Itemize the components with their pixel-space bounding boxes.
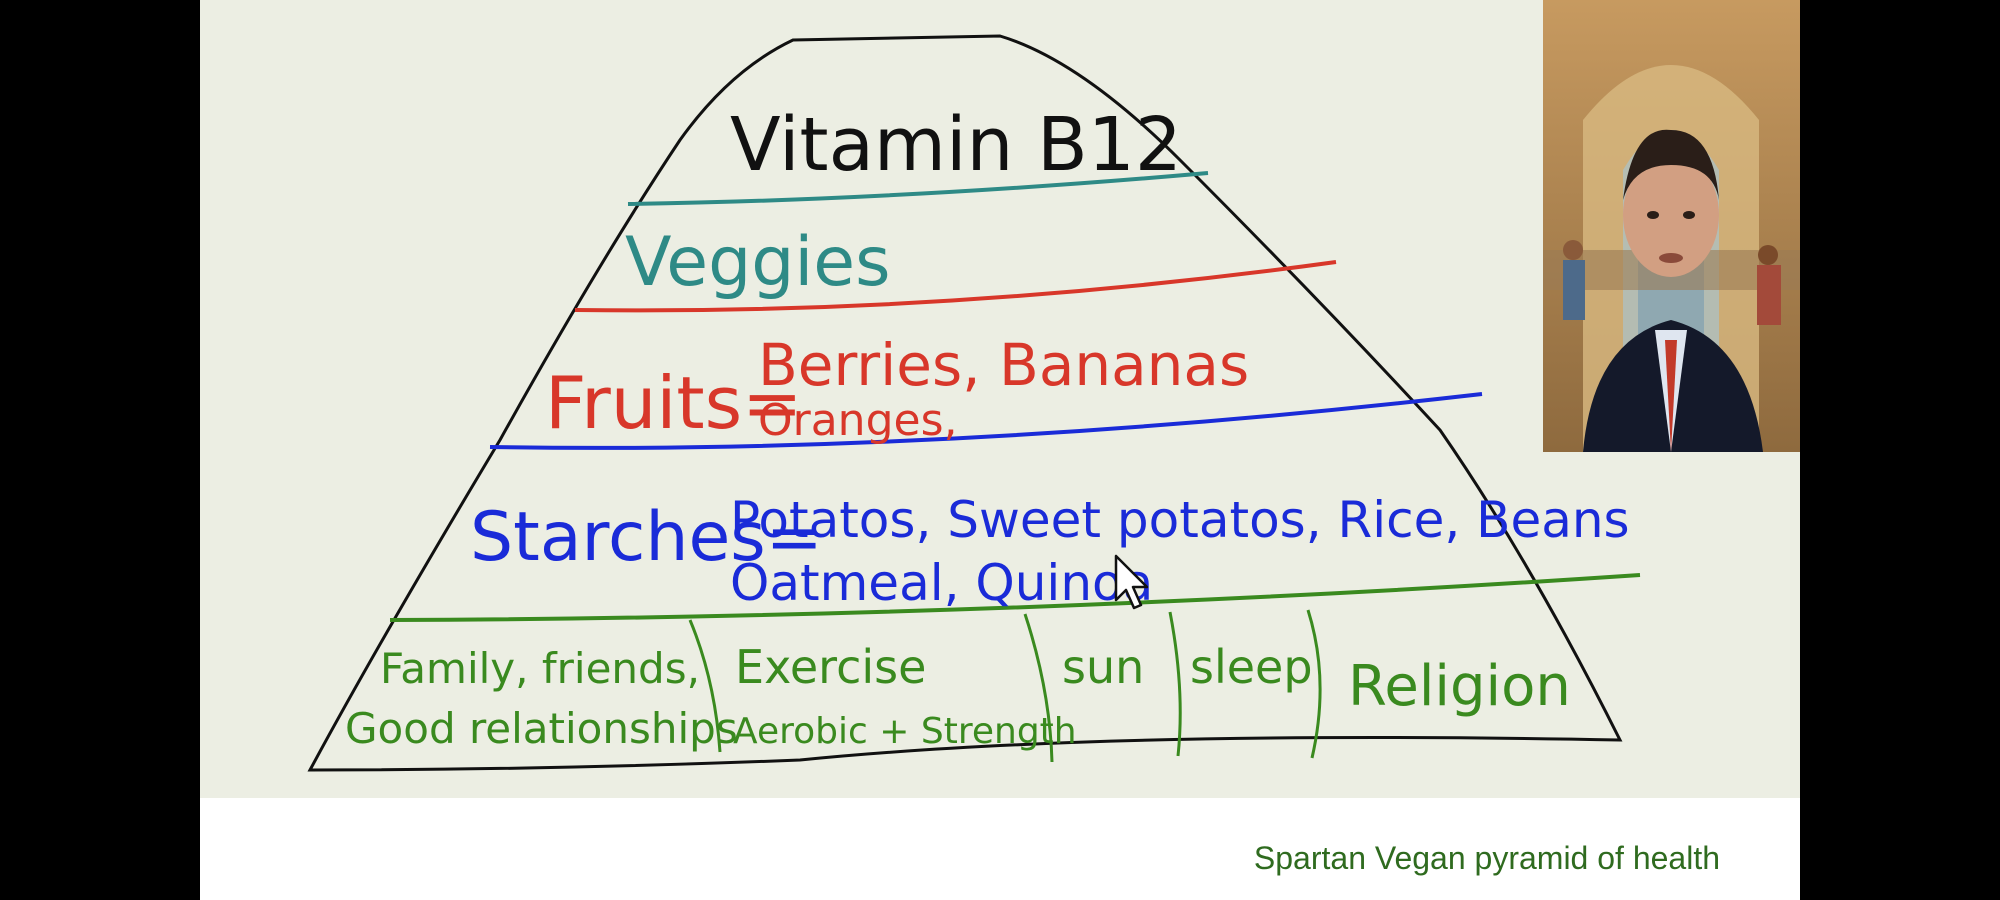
video-caption: Spartan Vegan pyramid of health (1253, 840, 1720, 876)
starches-line-1: Potatos, Sweet potatos, Rice, Beans (730, 491, 1630, 549)
fruits-line-1: Berries, Bananas (758, 331, 1249, 399)
fruits-line-2: Oranges, (758, 395, 957, 446)
base-sleep: sleep (1190, 640, 1313, 694)
pyramid-outline (307, 34, 1623, 772)
base-exercise-line-2: Aerobic + Strength (733, 711, 1077, 752)
mouse-pointer-icon (1114, 554, 1149, 610)
presenter-video (1543, 0, 1800, 452)
base-religion: Religion (1348, 654, 1571, 719)
fruits-label: Fruits= (545, 361, 802, 445)
base-family-line-1: Family, friends, (380, 644, 700, 693)
base-family-line-2: Good relationships (345, 704, 738, 753)
vitamin-b12-label: Vitamin B12 (730, 102, 1182, 188)
green-divider (389, 573, 1641, 622)
red-divider (574, 260, 1337, 313)
base-sun: sun (1062, 640, 1144, 694)
video-frame: Vitamin B12 Veggies Fruits= Berries, Ban… (200, 0, 1800, 900)
base-separator-4 (1306, 609, 1322, 759)
whiteboard: Vitamin B12 Veggies Fruits= Berries, Ban… (200, 0, 1800, 798)
teal-divider (627, 171, 1209, 206)
base-separator-1 (688, 619, 722, 753)
base-separator-3 (1168, 611, 1182, 757)
base-separator-2 (1023, 613, 1054, 763)
footer-bar: Spartan Vegan pyramid of health (200, 798, 1800, 900)
blue-divider (489, 392, 1483, 450)
base-exercise-line-1: Exercise (735, 640, 926, 694)
starches-line-2: Oatmeal, Quinoa (730, 554, 1153, 612)
pyramid-drawing: Vitamin B12 Veggies Fruits= Berries, Ban… (307, 34, 1641, 772)
veggies-label: Veggies (625, 223, 891, 302)
starches-label: Starches= (470, 498, 823, 577)
